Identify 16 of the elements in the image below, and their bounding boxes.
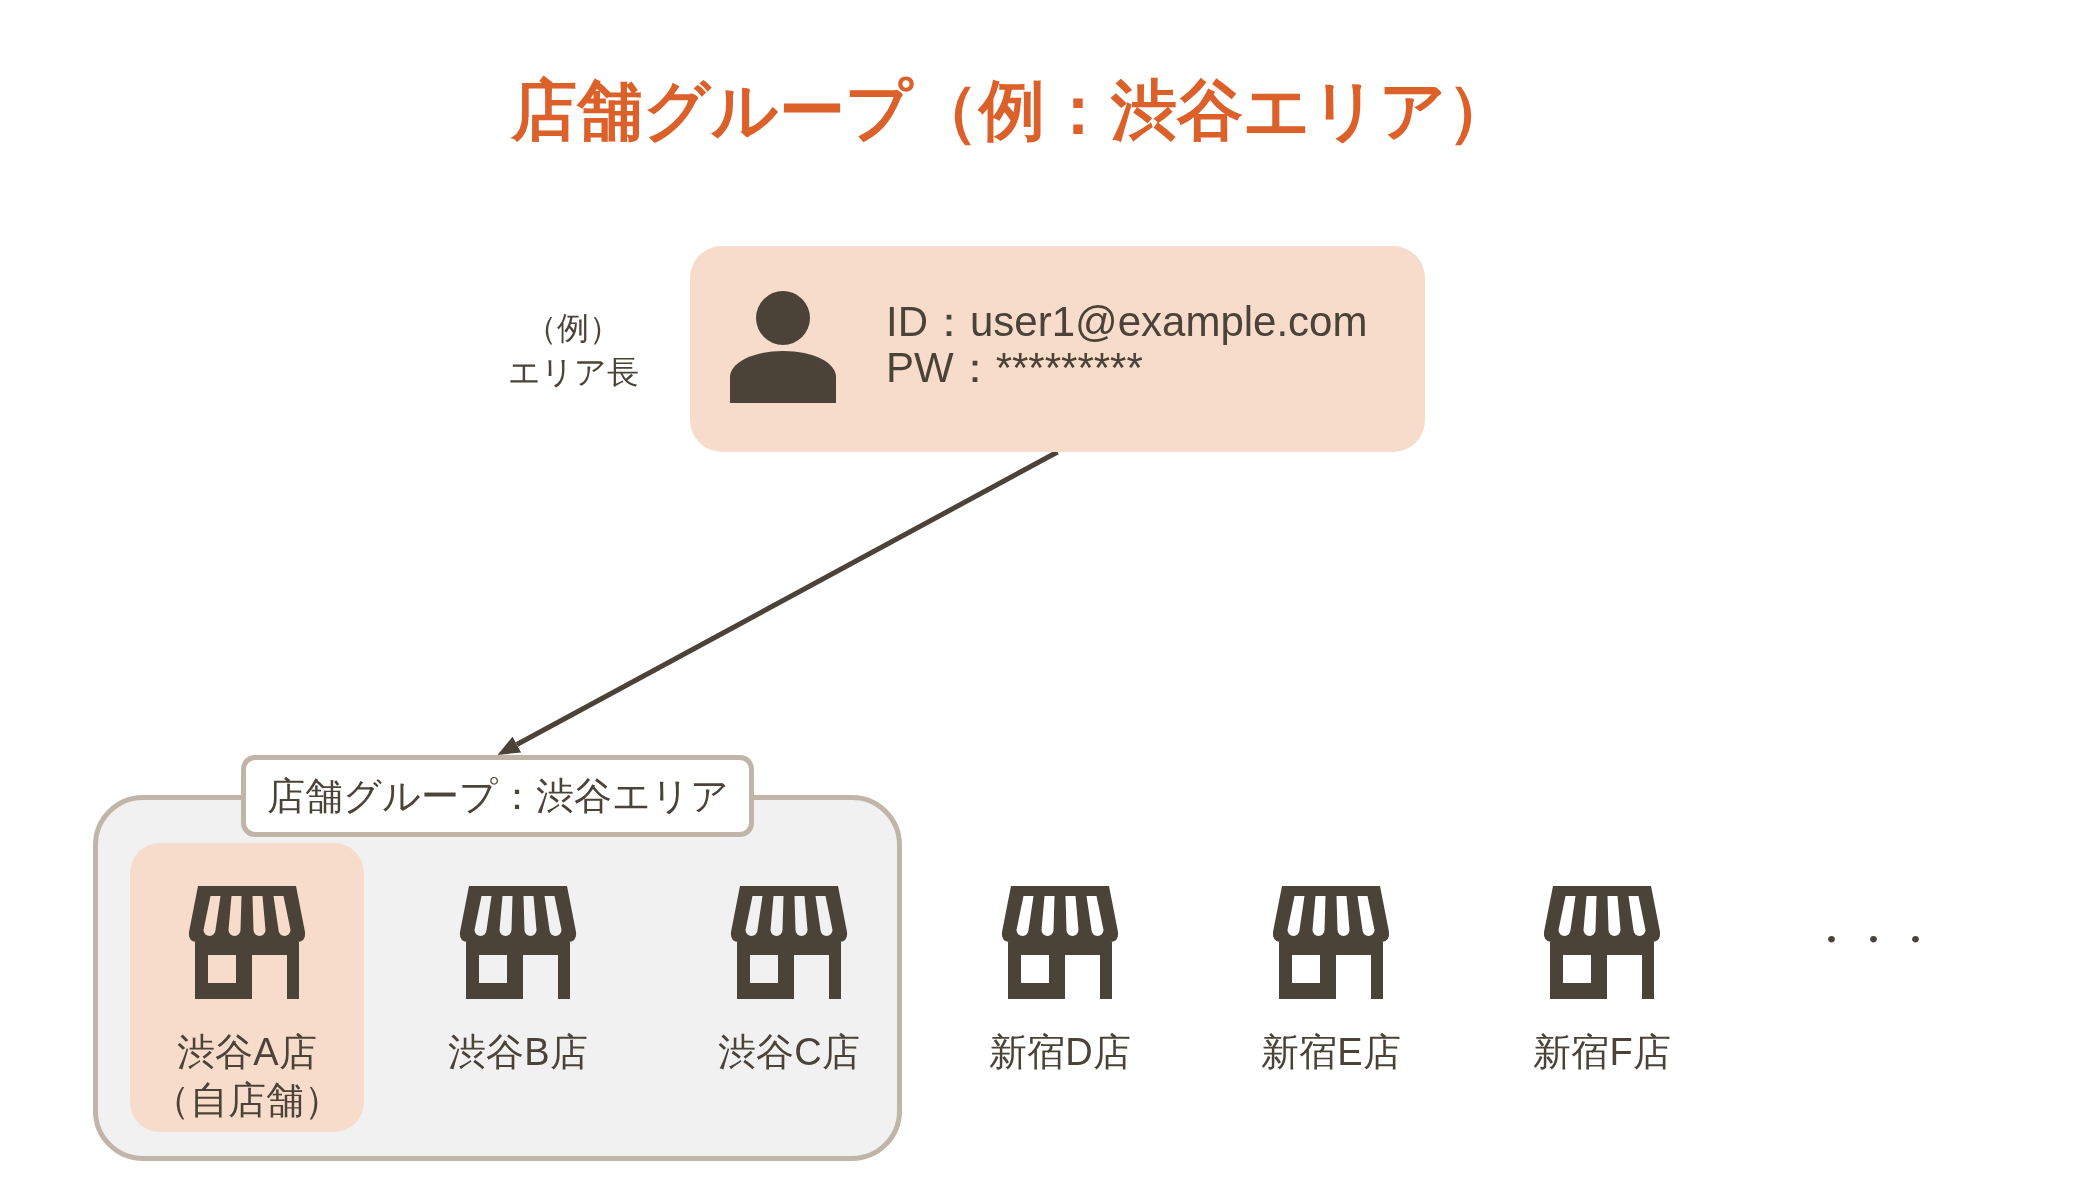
group-label-tab [241,755,754,837]
user-card [690,246,1425,452]
store-name: 渋谷A店（自店舗） [151,1030,343,1123]
store-name: 新宿D店 [989,1030,1131,1075]
credential-text: PW：********* [886,345,1143,391]
store-card [130,843,364,1132]
credential-text: ID：user1@example.com [886,299,1368,345]
ellipsis: ・・・ [1810,915,1936,965]
store-name: 渋谷B店 [448,1030,588,1075]
role-caption: （例）エリア長 [506,309,640,392]
store-name: 渋谷C店 [718,1030,860,1075]
store-name: 新宿E店 [1261,1030,1401,1075]
group-name: 店舗グループ：渋谷エリア [266,774,729,819]
store-name: 新宿F店 [1533,1030,1671,1075]
title: 店舗グループ（例：渋谷エリア） [511,72,1513,149]
arrow [497,449,1059,755]
